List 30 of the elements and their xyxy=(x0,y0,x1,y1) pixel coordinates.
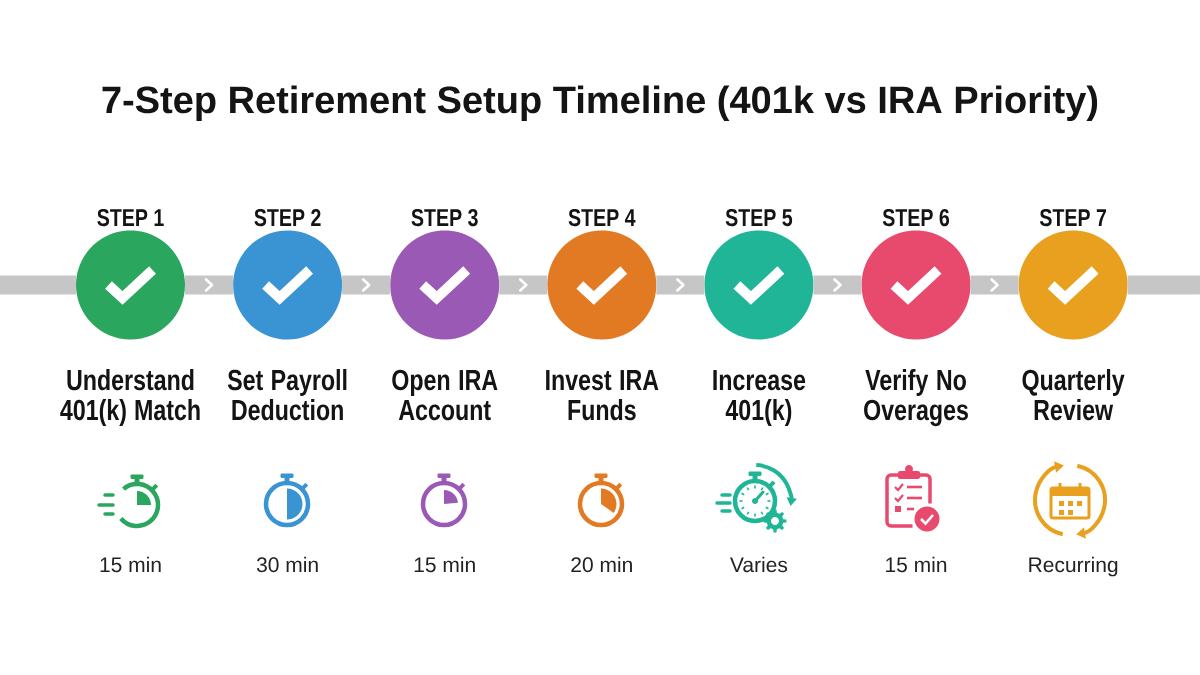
step-title: Invest IRA Funds xyxy=(546,370,659,421)
step-label: STEP 7 xyxy=(1039,208,1106,227)
timeline-bar xyxy=(342,275,391,295)
step-label: STEP 2 xyxy=(254,208,321,227)
duration-label: 30 min xyxy=(256,556,318,573)
step-title: Open IRA Account xyxy=(392,369,498,421)
step-label: STEP 1 xyxy=(97,208,164,227)
timeline-bar xyxy=(1127,275,1200,295)
timeline-bar xyxy=(185,275,234,295)
duration-label: 15 min xyxy=(414,556,475,573)
duration-label: 20 min xyxy=(571,556,632,573)
step-label: STEP 4 xyxy=(568,208,636,227)
step-label: STEP 6 xyxy=(882,208,950,227)
duration-label: 15 min xyxy=(886,556,947,573)
duration-label: 15 min xyxy=(100,556,161,573)
title: 7-Step Retirement Setup Timeline (401k vs IRA Priority) xyxy=(102,85,1098,121)
timeline-bar xyxy=(656,275,705,295)
step-title: Increase 401(k) xyxy=(713,370,806,426)
timeline-bar xyxy=(0,275,76,295)
step-title: Verify No Overages xyxy=(864,369,968,427)
step-title: Quarterly Review xyxy=(1022,369,1125,421)
duration-label: Recurring xyxy=(1029,556,1118,577)
step-title: Understand 401(k) Match xyxy=(60,369,200,426)
timeline-bar xyxy=(499,275,548,295)
step-title: Set Payroll Deduction xyxy=(227,369,347,421)
step-label: STEP 3 xyxy=(411,208,478,227)
timeline-bar xyxy=(813,275,862,295)
duration-label: Varies xyxy=(730,556,788,573)
step-label: STEP 5 xyxy=(725,208,793,227)
timeline-bar xyxy=(970,275,1019,295)
